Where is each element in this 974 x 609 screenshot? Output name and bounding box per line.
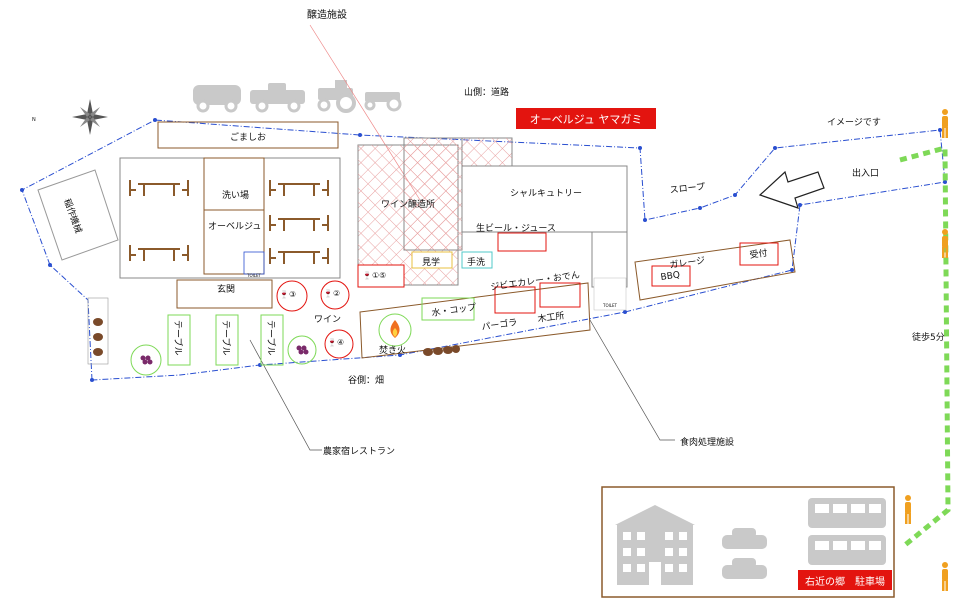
water-cup-label: 水・コップ: [431, 301, 477, 319]
toilet-icon: [243, 251, 265, 275]
table-label-2: テーブル: [220, 320, 232, 355]
site-boundary: [21, 119, 946, 381]
toilet-label-1: TOILET: [246, 273, 262, 278]
tearai-box: [461, 251, 493, 269]
table-label-3: テーブル: [265, 320, 277, 355]
water-cup-box: [421, 297, 475, 321]
table-box-2: [215, 314, 239, 366]
takibi-label: 焚き火: [379, 346, 407, 356]
wine-2-label: 🍷②: [323, 289, 341, 298]
auberge-room: [203, 157, 265, 275]
grape-circle-2: [287, 335, 317, 365]
walk-5-label: 徒歩5分: [912, 333, 945, 343]
bus-icon: [808, 498, 886, 565]
image-note-label: イメージです: [827, 118, 881, 128]
tearai-label: 手洗: [467, 258, 486, 268]
small-tractor-icon: [364, 92, 402, 112]
gomashio-area: [157, 121, 339, 149]
pickup-truck-icon: [250, 83, 305, 113]
winery-label: ワイン醸造所: [381, 200, 436, 210]
arrow-icon: [758, 170, 825, 209]
compass-icon: [72, 99, 108, 135]
mokkou-label: 木工所: [537, 309, 565, 325]
beer-juice-label: 生ビール・ジュース: [476, 224, 556, 234]
kengaku-label: 見学: [422, 258, 441, 268]
vehicles-top: [193, 80, 402, 113]
wine-circle-3: [276, 280, 308, 312]
charcuterie-label: シャルキュトリー: [510, 189, 583, 199]
auberge-name-banner: オーベルジュ ヤマガミ: [516, 108, 656, 129]
wine-label: ワイン: [314, 315, 342, 325]
uketsuke-box: [739, 242, 779, 266]
genkan-area: [176, 279, 273, 309]
wine-circle-2: [320, 280, 350, 310]
fire-icon: [390, 320, 400, 338]
toilet-label-2: TOILET: [602, 303, 618, 308]
parking-label: 右近の郷 駐車場: [798, 570, 892, 590]
charcuterie-building: [461, 165, 628, 233]
callout-lines: [249, 319, 675, 451]
van-icon: [193, 85, 241, 113]
uketsuke-label: 受付: [749, 247, 769, 261]
mountain-road-label: 山側：道路: [464, 88, 510, 98]
wine-3-label: 🍷③: [279, 290, 297, 299]
genkan-label: 玄関: [217, 285, 236, 295]
auberge-label: オーベルジュ: [208, 222, 262, 232]
wine-station-1-5: [357, 264, 405, 288]
araiba-label: 洗い場: [222, 191, 250, 201]
tractor-icon: [317, 80, 356, 113]
slope-label: スロープ: [669, 181, 705, 196]
rice-machine-shed: [37, 169, 119, 261]
inasaku-label: 稲作機械: [61, 197, 85, 235]
valley-field-label: 谷側：畑: [348, 376, 385, 386]
brewery-callout-label: 醸造施設: [307, 8, 347, 21]
kengaku-box: [411, 251, 453, 269]
toilet-icon: [593, 277, 627, 311]
gibier-box-1: [494, 286, 536, 314]
car-icon: [722, 528, 767, 579]
walking-path: [899, 144, 951, 547]
farm-restaurant-label: 農家宿レストラン: [323, 447, 396, 457]
bbq-box: [651, 265, 691, 287]
compass-n-label: N: [32, 117, 36, 123]
beer-juice-box: [497, 232, 547, 252]
grape-icon: [140, 345, 309, 365]
meat-processing-label: 食肉処理施設: [680, 438, 735, 448]
entrance-label: 出入口: [852, 169, 880, 179]
wine-4-label: 🍷④: [327, 338, 345, 347]
dining-table-icon: [129, 180, 329, 264]
bbq-label: BBQ: [660, 270, 681, 283]
pergola-area: [359, 282, 591, 359]
wine-circle-4: [324, 329, 354, 359]
pergola-label: パーゴラ: [481, 316, 518, 333]
building-icon: [615, 505, 695, 585]
grape-circle-1: [130, 344, 162, 376]
gibier-box-2: [539, 282, 581, 308]
garage-label: ガレージ: [669, 255, 706, 271]
firewood-icon: [93, 318, 460, 356]
wine-station-1-5-label: 🍷①⑤: [362, 271, 387, 280]
person-icon: [905, 109, 948, 591]
garage-area: [634, 239, 796, 301]
table-box-3: [260, 314, 284, 366]
gomashio-label: ごましお: [230, 133, 267, 143]
table-box-1: [167, 314, 191, 366]
table-label-1: テーブル: [172, 320, 184, 355]
